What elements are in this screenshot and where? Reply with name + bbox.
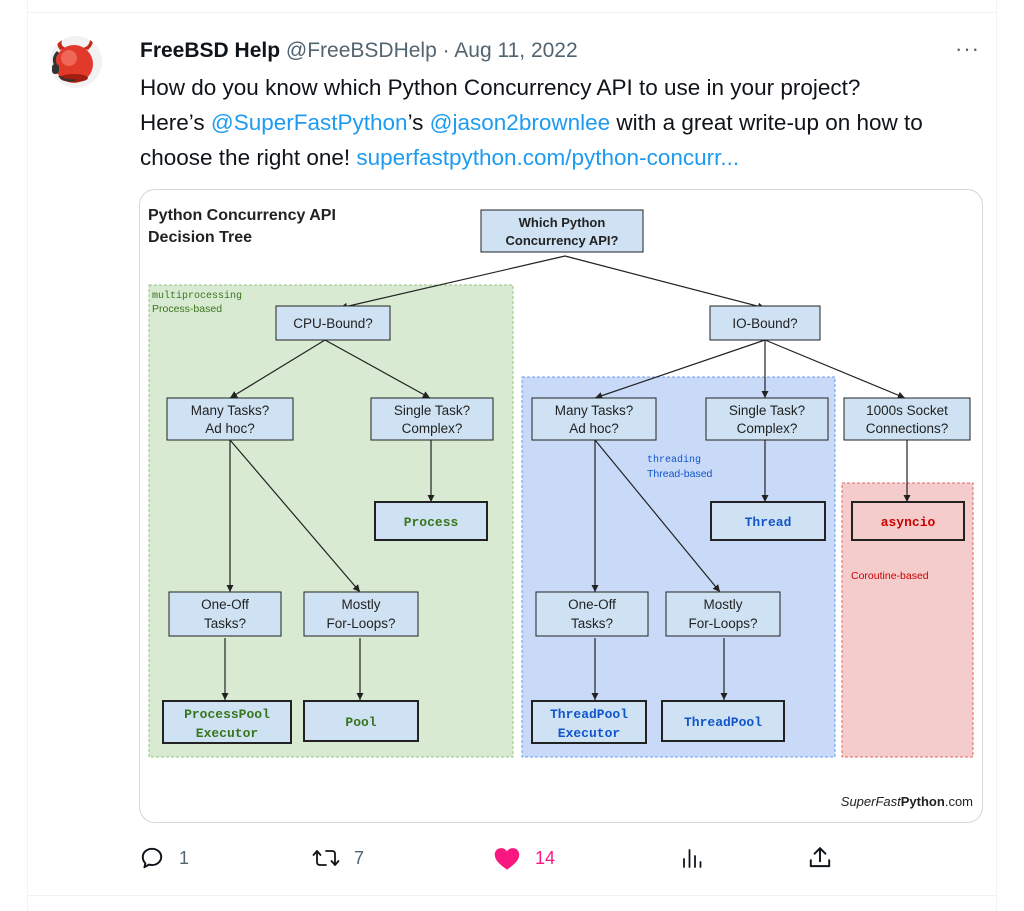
thread-based-label: Thread-based — [647, 468, 713, 480]
like-count: 14 — [535, 847, 556, 868]
ppe-line2: Executor — [196, 726, 258, 741]
heart-icon — [494, 848, 520, 870]
threadpool-node — [661, 700, 785, 742]
share-icon — [809, 847, 831, 868]
cpu-single-line2: Complex? — [402, 421, 463, 436]
cpu-oneoff-line2: Tasks? — [204, 616, 246, 631]
analytics-icon — [683, 849, 702, 868]
tweet-text-apos: ’s — [407, 110, 430, 135]
io-many-line1: Many Tasks? — [555, 403, 634, 418]
pool-label: Pool — [345, 715, 376, 730]
cpu-bound-node — [275, 305, 391, 341]
tweet-text-line1: How do you know which Python Concurrency… — [140, 75, 861, 100]
io-single-task-node — [705, 397, 829, 441]
diagram-edges — [221, 255, 911, 700]
io-oneoff-line2: Tasks? — [571, 616, 613, 631]
root-node-line1: Which Python — [519, 215, 606, 230]
io-single-line1: Single Task? — [729, 403, 805, 418]
diagram-title-line2: Decision Tree — [148, 229, 252, 246]
io-loops-line2: For-Loops? — [688, 616, 757, 631]
decision-tree-diagram: Python Concurrency API Decision Tree mul… — [148, 207, 974, 809]
timeline-border-right — [996, 0, 997, 911]
mention-jason2brownlee[interactable]: @jason2brownlee — [429, 110, 611, 135]
avatar[interactable] — [50, 36, 102, 88]
thread-node — [710, 501, 826, 541]
pool-node — [303, 700, 419, 742]
io-for-loops-node — [665, 591, 781, 637]
tweet-text-after: with a great write-up on how to choose t… — [140, 110, 923, 170]
socket-line2: Connections? — [866, 421, 949, 436]
retweet-count: 7 — [354, 847, 365, 868]
tpe-line2: Executor — [558, 726, 620, 741]
tweet-divider-top — [27, 12, 997, 13]
cpu-single-task-node — [370, 397, 494, 441]
socket-line1: 1000s Socket — [866, 403, 948, 418]
io-loops-line1: Mostly — [703, 597, 742, 612]
cpu-one-off-node — [168, 591, 282, 637]
reply-button[interactable]: 1 — [139, 838, 189, 878]
threadpool-executor-node — [531, 700, 647, 744]
root-node — [480, 209, 644, 253]
tweet-text: How do you know which Python Concurrency… — [140, 70, 960, 175]
processpool-executor-node — [162, 700, 292, 744]
io-single-line2: Complex? — [737, 421, 798, 436]
mention-superfastpython[interactable]: @SuperFastPython — [210, 110, 408, 135]
tweet-header: FreeBSD Help @FreeBSDHelp · Aug 11, 2022 — [140, 38, 578, 64]
diagram-title-line1: Python Concurrency API — [148, 207, 336, 224]
tweet-action-bar: 1 7 14 — [0, 838, 1024, 878]
tweet-text-here: Here’s — [140, 110, 211, 135]
cpu-many-line2: Ad hoc? — [205, 421, 255, 436]
ppe-line1: ProcessPool — [184, 707, 270, 722]
multiprocessing-label: multiprocessing — [152, 290, 242, 302]
header-separator: · — [436, 39, 455, 62]
more-options-button[interactable]: ··· — [955, 36, 980, 61]
timeline-border-left — [27, 0, 28, 911]
freebsd-daemon-icon — [50, 36, 102, 88]
author-handle[interactable]: @FreeBSDHelp — [285, 39, 437, 62]
cpu-oneoff-line1: One-Off — [201, 597, 249, 612]
credit-python: Python — [901, 794, 945, 809]
views-button[interactable] — [680, 838, 704, 878]
thread-label: Thread — [745, 515, 792, 530]
cpu-loops-line2: For-Loops? — [326, 616, 395, 631]
cpu-many-tasks-node — [166, 397, 294, 441]
asyncio-label: asyncio — [881, 515, 936, 530]
socket-connections-node — [843, 397, 971, 441]
diagram-credit: SuperFastPython.com — [841, 794, 973, 809]
root-node-line2: Concurrency API? — [506, 233, 619, 248]
cpu-loops-line1: Mostly — [341, 597, 380, 612]
tweet-divider-bottom — [27, 895, 997, 896]
cpu-bound-label: CPU-Bound? — [293, 316, 373, 331]
process-node — [374, 501, 488, 541]
io-oneoff-line1: One-Off — [568, 597, 616, 612]
process-label: Process — [404, 515, 459, 530]
tpe-line1: ThreadPool — [550, 707, 628, 722]
io-many-line2: Ad hoc? — [569, 421, 619, 436]
io-many-tasks-node — [531, 397, 657, 441]
threadpool-label: ThreadPool — [684, 715, 762, 730]
like-button[interactable]: 14 — [493, 838, 555, 878]
io-bound-node — [709, 305, 821, 341]
cpu-for-loops-node — [303, 591, 419, 637]
cpu-many-line1: Many Tasks? — [191, 403, 270, 418]
coroutine-based-label: Coroutine-based — [851, 570, 929, 582]
cpu-single-line1: Single Task? — [394, 403, 470, 418]
credit-com: .com — [945, 794, 973, 809]
retweet-icon — [312, 850, 340, 866]
credit-superfast: SuperFast — [841, 794, 902, 809]
tweet-date[interactable]: Aug 11, 2022 — [454, 39, 578, 62]
share-button[interactable] — [807, 838, 833, 878]
retweet-button[interactable]: 7 — [312, 838, 364, 878]
tweet-link-url[interactable]: superfastpython.com/python-concurr... — [356, 145, 740, 170]
reply-count: 1 — [179, 847, 190, 868]
threading-label: threading — [647, 454, 701, 466]
process-based-label: Process-based — [152, 303, 222, 315]
io-one-off-node — [535, 591, 649, 637]
reply-icon — [141, 847, 163, 869]
tweet-media-image[interactable]: Python Concurrency API Decision Tree mul… — [139, 189, 983, 823]
asyncio-node — [851, 501, 965, 541]
io-bound-label: IO-Bound? — [732, 316, 797, 331]
author-name[interactable]: FreeBSD Help — [140, 39, 281, 62]
